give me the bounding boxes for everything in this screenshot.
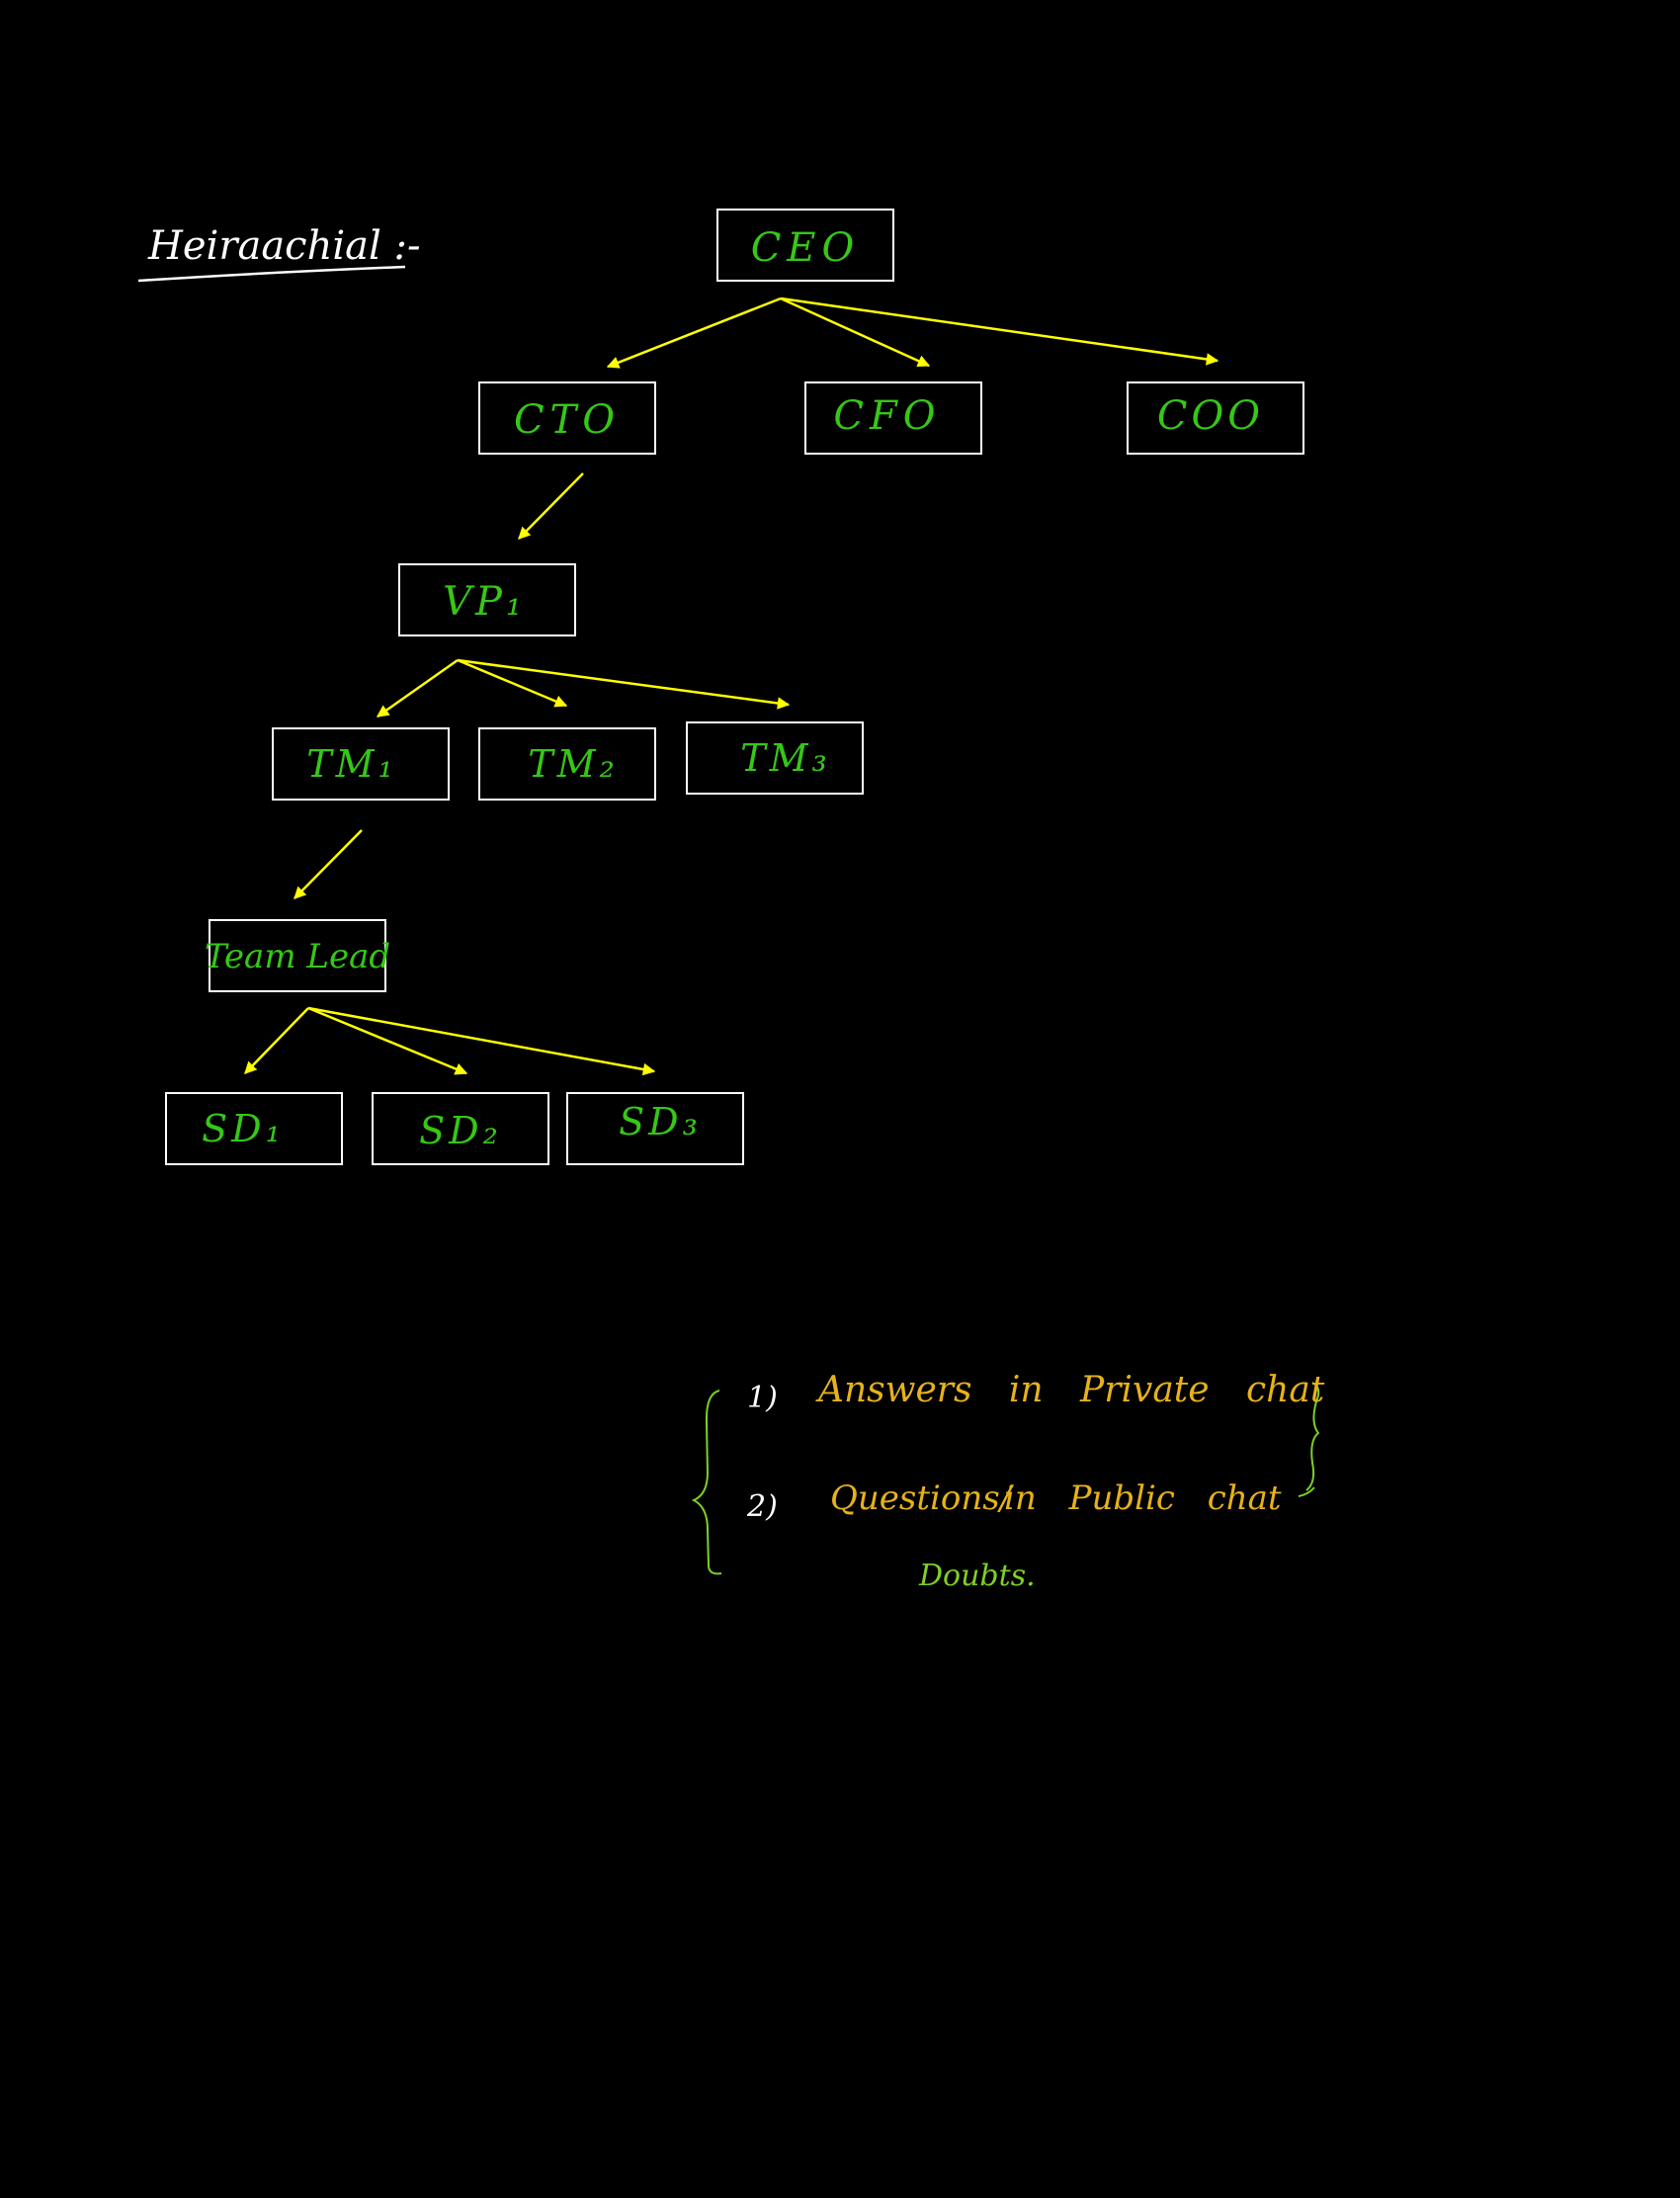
arrow-ceo-cto	[606, 296, 782, 369]
arrow-tm1-team-lead	[294, 829, 363, 899]
node-sd1: SD₁	[165, 1092, 343, 1165]
node-sd2-label: SD₂	[419, 1109, 502, 1152]
node-cfo-label: CFO	[833, 393, 941, 439]
node-team-lead: Team Lead	[205, 919, 390, 992]
node-vp1: VP₁	[398, 563, 576, 636]
node-sd3: SD₃	[566, 1092, 744, 1165]
node-tm3: TM₃	[686, 721, 864, 795]
arrow-team-lead-sd2	[307, 1006, 468, 1075]
note-2-text-c: in Public chat	[1004, 1479, 1282, 1518]
note-2-number: 2)	[746, 1489, 778, 1524]
title-underline	[137, 265, 406, 283]
notes-left-brace	[691, 1390, 722, 1575]
node-team-lead-label: Team Lead	[205, 937, 390, 976]
arrow-vp1-tm2	[457, 658, 568, 708]
node-tm2-label: TM₂	[528, 742, 619, 786]
node-cto-label: CTO	[514, 397, 621, 443]
arrow-team-lead-sd3	[307, 1006, 656, 1076]
node-ceo: CEO	[716, 209, 894, 282]
node-vp1-label: VP₁	[443, 579, 526, 625]
note-2-text-b: Doubts.	[918, 1559, 1036, 1593]
node-sd1-label: SD₁	[202, 1107, 285, 1150]
note-1-text: Answers in Private chat	[815, 1370, 1325, 1410]
arrow-team-lead-sd1	[244, 1007, 309, 1074]
arrow-vp1-tm1	[376, 658, 459, 719]
diagram-title: Heiraachial :-	[147, 223, 420, 269]
note-2-text-a: Questions/	[830, 1479, 1015, 1518]
node-tm1: TM₁	[272, 727, 450, 801]
arrow-ceo-coo	[780, 296, 1219, 366]
node-cfo: CFO	[804, 381, 982, 455]
node-cto: CTO	[478, 381, 656, 455]
notes-right-brace	[1305, 1382, 1320, 1491]
node-sd2: SD₂	[372, 1092, 549, 1165]
node-sd3-label: SD₃	[619, 1100, 702, 1143]
note-1-number: 1)	[747, 1381, 778, 1415]
arrow-cto-vp1	[518, 472, 584, 540]
node-coo: COO	[1127, 381, 1304, 455]
node-coo-label: COO	[1157, 393, 1264, 439]
arrow-ceo-cfo	[780, 296, 931, 368]
arrows	[244, 296, 1219, 1076]
node-tm1-label: TM₁	[306, 742, 397, 786]
node-ceo-label: CEO	[751, 225, 861, 271]
arrow-vp1-tm3	[457, 658, 791, 710]
note-2-tick	[1298, 1486, 1315, 1497]
node-tm2: TM₂	[478, 727, 656, 801]
node-tm3-label: TM₃	[740, 736, 831, 780]
